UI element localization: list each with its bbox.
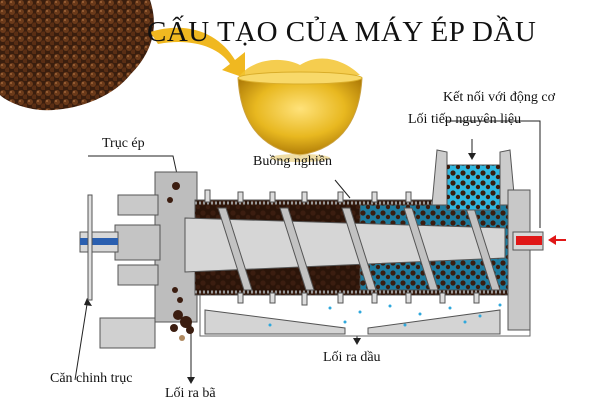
label-oil-outlet: Lối ra dầu (323, 350, 381, 365)
arrowheads (84, 153, 476, 384)
yellow-arrow-icon (150, 27, 245, 78)
label-residue-outlet: Lối ra bã (165, 386, 216, 401)
residue-particles (167, 182, 194, 341)
label-crushing-chamber: Buồng nghiền (253, 154, 332, 169)
oil-press-machine (79, 149, 544, 349)
label-motor-connection: Kết nối với động cơ (443, 90, 556, 105)
page-title: CẤU TẠO CỦA MÁY ÉP DẦU (147, 16, 537, 48)
motor-input-arrow-icon (548, 235, 566, 245)
label-feed-inlet: Lối tiếp nguyên liệu (408, 112, 522, 127)
mustard-seed-pile (0, 0, 154, 111)
oil-bowl (237, 58, 363, 162)
oil-drops (268, 303, 502, 327)
label-shaft-alignment: Căn chinh trục (50, 371, 133, 386)
label-press-shaft: Trục ép (102, 136, 145, 151)
